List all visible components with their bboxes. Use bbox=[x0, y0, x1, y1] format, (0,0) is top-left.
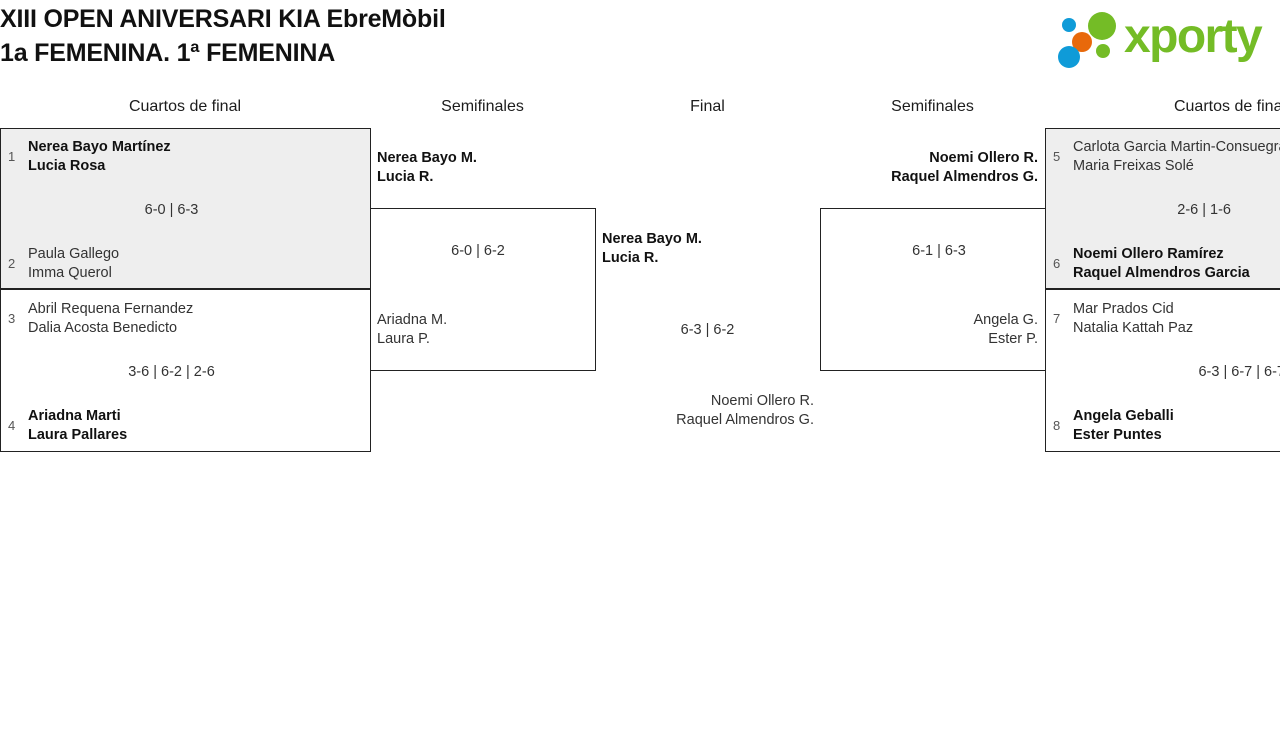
player-name: Ester P. bbox=[988, 331, 1038, 347]
player-name: Carlota Garcia Martin-Consuegra bbox=[1073, 139, 1280, 155]
player-name: Laura P. bbox=[377, 331, 430, 347]
player-name: Abril Requena Fernandez bbox=[28, 301, 194, 317]
round-header-final: Final bbox=[690, 98, 725, 115]
player-name: Natalia Kattah Paz bbox=[1073, 320, 1194, 336]
match-box-sf-left[interactable]: 6-0 | 6-2 bbox=[370, 208, 596, 371]
sf-left-team-bottom: Ariadna M. Laura P. bbox=[377, 311, 447, 349]
match-box-qf-left-2[interactable]: 3 Abril Requena Fernandez Dalia Acosta B… bbox=[0, 289, 371, 452]
logo-dot-blue-large-icon bbox=[1058, 46, 1080, 68]
team-bottom: Ariadna Marti Laura Pallares bbox=[28, 407, 127, 445]
player-name: Dalia Acosta Benedicto bbox=[28, 320, 178, 336]
seed-number: 8 bbox=[1053, 418, 1061, 433]
player-name: Noemi Ollero Ramírez bbox=[1073, 246, 1224, 262]
player-name: Angela Geballi bbox=[1073, 408, 1174, 424]
page-header: XIII OPEN ANIVERSARI KIA EbreMòbil 1a FE… bbox=[0, 0, 1280, 88]
logo-dot-orange-icon bbox=[1072, 32, 1092, 52]
logo-dots-icon bbox=[1058, 12, 1126, 68]
tournament-title-line-1: XIII OPEN ANIVERSARI KIA EbreMòbil bbox=[0, 5, 446, 33]
match-score: 6-0 | 6-2 bbox=[451, 243, 505, 259]
player-name: Raquel Almendros G. bbox=[676, 412, 814, 428]
team-bottom: Angela Geballi Ester Puntes bbox=[1073, 407, 1174, 445]
team-top: Abril Requena Fernandez Dalia Acosta Ben… bbox=[28, 300, 193, 338]
logo-dot-green-large-icon bbox=[1088, 12, 1116, 40]
final-team-bottom: Noemi Ollero R. Raquel Almendros G. bbox=[519, 392, 814, 430]
match-score: 6-1 | 6-3 bbox=[912, 243, 966, 259]
player-name: Ariadna Marti bbox=[28, 408, 121, 424]
xporty-logo[interactable]: xporty bbox=[1042, 6, 1274, 68]
match-box-qf-left-1[interactable]: 1 Nerea Bayo Martínez Lucia Rosa 2 Paula… bbox=[0, 128, 371, 289]
match-box-qf-right-1[interactable]: 5 Carlota Garcia Martin-Consuegra Maria … bbox=[1045, 128, 1280, 289]
match-score: 2-6 | 1-6 bbox=[1177, 202, 1231, 218]
seed-number: 7 bbox=[1053, 311, 1061, 326]
sf-left-team-top: Nerea Bayo M. Lucia R. bbox=[377, 149, 477, 187]
player-name: Imma Querol bbox=[28, 265, 112, 281]
tournament-category-line: 1a FEMENINA. 1ª FEMENINA bbox=[0, 39, 336, 67]
player-name: Nerea Bayo Martínez bbox=[28, 139, 171, 155]
logo-wordmark: xporty bbox=[1124, 10, 1263, 63]
round-header-quarterfinals-right: Cuartos de final bbox=[1173, 98, 1280, 115]
logo-dot-blue-small-icon bbox=[1062, 18, 1076, 32]
team-bottom: Noemi Ollero Ramírez Raquel Almendros Ga… bbox=[1073, 245, 1250, 283]
match-box-sf-right[interactable]: 6-1 | 6-3 bbox=[820, 208, 1046, 371]
player-name: Ester Puntes bbox=[1073, 427, 1162, 443]
match-score: 3-6 | 6-2 | 2-6 bbox=[128, 364, 215, 380]
tournament-title-block: XIII OPEN ANIVERSARI KIA EbreMòbil 1a FE… bbox=[0, 2, 760, 70]
team-top: Mar Prados Cid Natalia Kattah Paz bbox=[1073, 300, 1193, 338]
player-name: Ariadna M. bbox=[377, 312, 448, 328]
final-match-score: 6-3 | 6-2 bbox=[680, 322, 735, 338]
seed-number: 4 bbox=[8, 418, 16, 433]
team-bottom: Paula Gallego Imma Querol bbox=[28, 245, 119, 283]
seed-number: 5 bbox=[1053, 149, 1061, 164]
player-name: Maria Freixas Solé bbox=[1073, 158, 1194, 174]
team-top: Carlota Garcia Martin-Consuegra Maria Fr… bbox=[1073, 138, 1280, 176]
logo-dot-green-small-icon bbox=[1096, 44, 1110, 58]
seed-number: 2 bbox=[8, 256, 16, 271]
player-name: Laura Pallares bbox=[28, 427, 128, 443]
match-box-qf-right-2[interactable]: 7 Mar Prados Cid Natalia Kattah Paz 8 An… bbox=[1045, 289, 1280, 452]
player-name: Nerea Bayo M. bbox=[377, 150, 477, 166]
player-name: Paula Gallego bbox=[28, 246, 120, 262]
player-name: Mar Prados Cid bbox=[1073, 301, 1174, 317]
player-name: Raquel Almendros G. bbox=[891, 169, 1038, 185]
player-name: Nerea Bayo M. bbox=[602, 231, 702, 247]
round-header-semifinals-left: Semifinales bbox=[441, 98, 524, 115]
sf-right-team-top: Noemi Ollero R. Raquel Almendros G. bbox=[740, 149, 1038, 187]
player-name: Angela G. bbox=[973, 312, 1039, 328]
seed-number: 1 bbox=[8, 149, 16, 164]
seed-number: 6 bbox=[1053, 256, 1061, 271]
match-score: 6-0 | 6-3 bbox=[144, 202, 199, 218]
round-header-semifinals-right: Semifinales bbox=[891, 98, 974, 115]
round-header-quarterfinals-left: Cuartos de final bbox=[128, 98, 242, 115]
player-name: Lucia R. bbox=[377, 169, 434, 185]
team-top: Nerea Bayo Martínez Lucia Rosa bbox=[28, 138, 171, 176]
player-name: Raquel Almendros Garcia bbox=[1073, 265, 1250, 281]
player-name: Noemi Ollero R. bbox=[710, 393, 814, 409]
sf-right-team-bottom: Angela G. Ester P. bbox=[740, 311, 1039, 349]
player-name: Noemi Ollero R. bbox=[929, 150, 1038, 166]
seed-number: 3 bbox=[8, 311, 16, 326]
player-name: Lucia Rosa bbox=[28, 158, 106, 174]
player-name: Lucia R. bbox=[602, 250, 659, 266]
match-score: 6-3 | 6-7 | 6-7 bbox=[1198, 364, 1280, 380]
final-team-top: Nerea Bayo M. Lucia R. bbox=[602, 230, 702, 268]
